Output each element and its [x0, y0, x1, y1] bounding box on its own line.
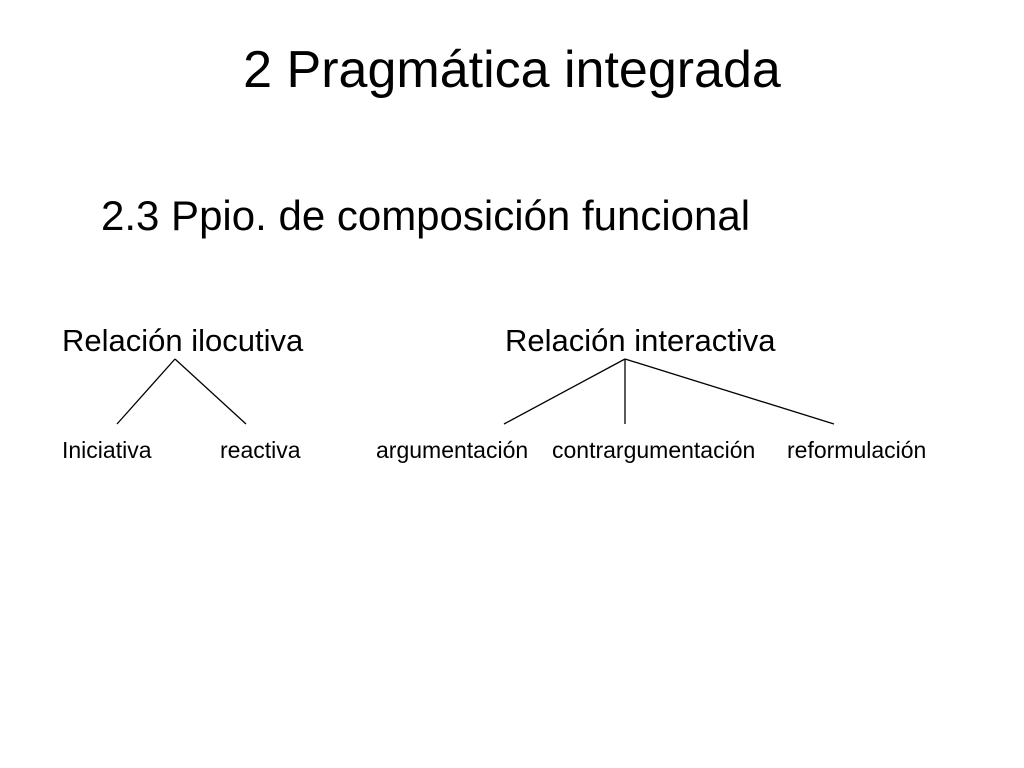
- slide-subtitle: 2.3 Ppio. de composición funcional: [101, 192, 751, 239]
- node-reformulacion: reformulación: [787, 437, 927, 463]
- edge-ilocutiva-reactiva: [174, 358, 247, 425]
- slide-title: 2 Pragmática integrada: [243, 41, 781, 99]
- node-reactiva: reactiva: [220, 437, 301, 463]
- node-relacion-interactiva: Relación interactiva: [505, 323, 776, 358]
- node-relacion-ilocutiva: Relación ilocutiva: [62, 323, 304, 358]
- edge-interactiva-reformulacion: [624, 358, 835, 425]
- edge-interactiva-argumentacion: [503, 358, 626, 425]
- node-argumentacion: argumentación: [376, 437, 529, 463]
- node-contrargumentacion: contrargumentación: [552, 437, 756, 463]
- edge-ilocutiva-iniciativa: [116, 358, 176, 425]
- node-iniciativa: Iniciativa: [62, 437, 152, 463]
